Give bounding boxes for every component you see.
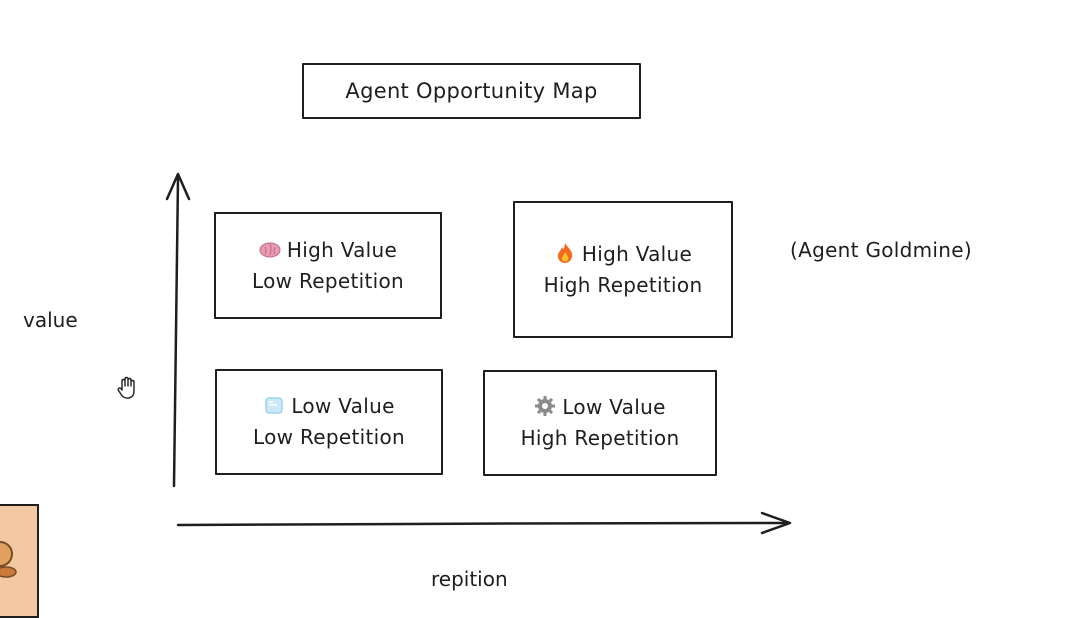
y-axis-arrowhead <box>165 172 191 201</box>
fire-icon <box>557 242 573 263</box>
y-axis-line <box>172 176 180 488</box>
gear-icon <box>535 396 556 416</box>
x-axis-arrowhead <box>760 511 792 535</box>
quadrant-low-value-low-repetition[interactable]: Low Value Low Repetition <box>215 369 443 475</box>
quadrant-line-1: Low Value <box>291 394 395 418</box>
hand-cursor-icon <box>117 376 135 399</box>
quadrant-high-value-low-repetition[interactable]: High Value Low Repetition <box>214 212 442 319</box>
goldmine-annotation[interactable]: (Agent Goldmine) <box>790 238 972 262</box>
x-axis-line <box>176 521 790 527</box>
quadrant-high-value-high-repetition[interactable]: High Value High Repetition <box>513 201 733 338</box>
brain-icon <box>259 242 281 257</box>
quadrant-line-2: High Repetition <box>543 272 703 297</box>
thumbnail-image[interactable] <box>0 504 39 618</box>
quadrant-line-1: Low Value <box>562 395 666 419</box>
quadrant-line-2: Low Repetition <box>252 268 404 293</box>
title-box[interactable]: Agent Opportunity Map <box>302 63 641 119</box>
x-axis-label[interactable]: repition <box>431 567 508 591</box>
quadrant-line-1: High Value <box>581 241 693 266</box>
quadrant-line-2: Low Repetition <box>253 425 405 449</box>
page-title: Agent Opportunity Map <box>345 78 598 103</box>
ice-cube-icon <box>265 397 284 414</box>
thumbnail-illustration <box>0 541 17 578</box>
quadrant-low-value-high-repetition[interactable]: Low Value High Repetition <box>483 370 717 476</box>
quadrant-line-1: High Value <box>286 237 398 262</box>
quadrant-line-2: High Repetition <box>520 426 680 450</box>
y-axis-label[interactable]: value <box>23 308 78 332</box>
